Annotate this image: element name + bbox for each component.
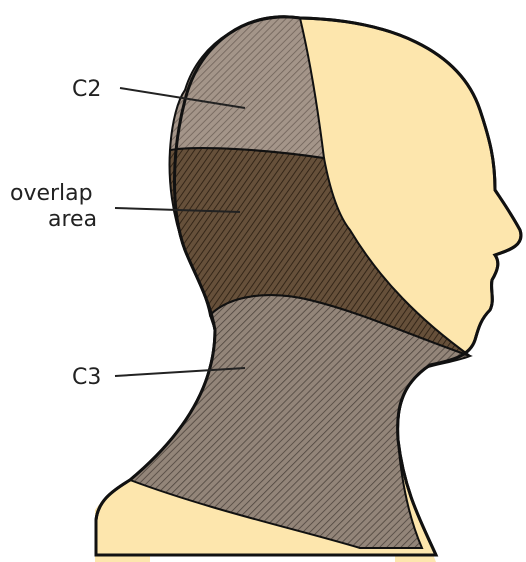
c2-region <box>170 17 324 158</box>
c3-label: C3 <box>72 365 101 390</box>
overlap-label-line2: area <box>48 207 97 232</box>
c2-label: C2 <box>72 77 101 102</box>
overlap-label-line1: overlap <box>10 181 93 206</box>
